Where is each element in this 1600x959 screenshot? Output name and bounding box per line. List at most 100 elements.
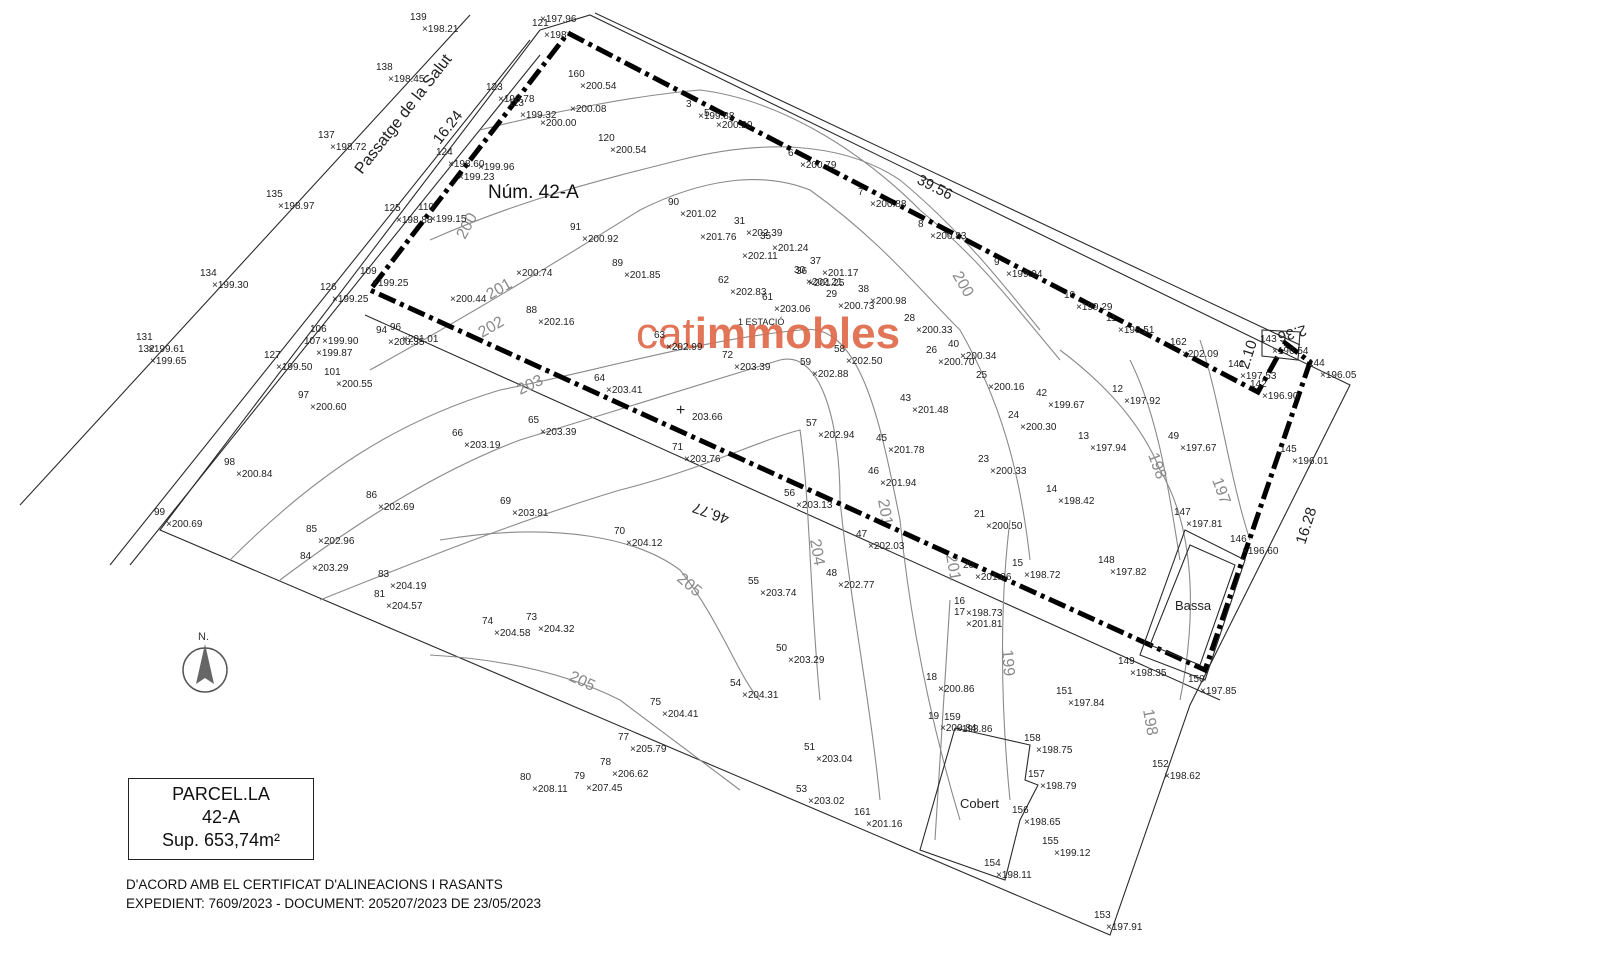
survey-point-elevation: ×198.21: [422, 24, 459, 35]
survey-point-number: 16: [954, 596, 966, 607]
survey-point-number: 107: [304, 336, 321, 347]
survey-point: 101×200.55: [324, 367, 373, 390]
survey-point-elevation: ×199.15: [430, 214, 467, 225]
survey-point-number: 80: [520, 772, 532, 783]
survey-point-elevation: ×198.11: [996, 870, 1032, 881]
survey-point-number: 127: [264, 350, 281, 361]
survey-point-number: 75: [650, 697, 662, 708]
survey-point-elevation: ×202.96: [318, 536, 355, 547]
survey-point-elevation: ×203.29: [312, 563, 349, 574]
survey-point: 98×200.84: [224, 457, 273, 480]
survey-point-number: 25: [976, 370, 988, 381]
survey-point: 36×201.25: [796, 266, 845, 289]
survey-point-number: 131: [136, 332, 153, 343]
survey-point-number: 106: [310, 324, 327, 335]
survey-point-elevation: ×198.88: [396, 215, 433, 226]
survey-point-number: 77: [618, 732, 630, 743]
survey-point: 57×202.94: [806, 418, 855, 441]
survey-point-number: 31: [734, 216, 746, 227]
survey-point-number: 29: [826, 289, 838, 300]
survey-point-number: 96: [390, 322, 402, 333]
survey-point-elevation: ×197.84: [1068, 698, 1105, 709]
contour-label: 198: [1144, 451, 1169, 482]
survey-point-elevation: ×200.92: [582, 234, 619, 245]
survey-point: 9×199.94: [994, 257, 1043, 280]
extra-elevation: ×200.44: [450, 294, 487, 305]
survey-point: 124×198.60: [436, 147, 485, 170]
survey-point-number: 6: [788, 148, 794, 159]
survey-point-number: 125: [384, 203, 401, 214]
shed: Cobert: [919, 727, 1039, 881]
survey-point: 153×197.91: [1094, 910, 1143, 933]
survey-point: 144×196.05: [1308, 358, 1357, 381]
survey-point-number: 144: [1308, 358, 1325, 369]
survey-point-elevation: ×200.50: [986, 521, 1023, 532]
survey-point-number: 45: [876, 433, 888, 444]
shed-label: Cobert: [960, 796, 999, 811]
survey-point-number: 65: [528, 415, 540, 426]
parcel-title: Núm. 42-A: [488, 182, 579, 203]
survey-point-number: 43: [900, 393, 912, 404]
survey-point: 141×197.53: [1228, 359, 1277, 382]
survey-point-elevation: ×197.91: [1106, 922, 1143, 933]
survey-point: 30×202.21: [794, 265, 843, 288]
survey-point-number: 10: [1064, 290, 1076, 301]
survey-point: 51×203.04: [804, 742, 853, 765]
survey-point-number: 109: [360, 266, 377, 277]
survey-point: 125×198.88: [384, 203, 433, 226]
survey-point-elevation: ×198.45: [388, 74, 425, 85]
survey-point: 15×198.72: [1012, 558, 1061, 581]
survey-point: 38×200.98: [858, 284, 907, 307]
survey-point-elevation: ×202.99: [666, 342, 703, 353]
survey-point: 45×201.78: [876, 433, 925, 456]
dimension-bottom: 46.77: [690, 498, 731, 527]
survey-point: 54×204.31: [730, 678, 779, 701]
survey-point-elevation: ×202.09: [1182, 349, 1219, 360]
survey-point-elevation: ×200.73: [838, 301, 875, 312]
survey-point: 73×204.32: [526, 612, 575, 635]
survey-point-number: 63: [654, 330, 666, 341]
survey-point: 62×202.83: [718, 275, 767, 298]
survey-point-number: 98: [224, 457, 236, 468]
legend-line-3: Sup. 653,74m²: [161, 830, 281, 850]
survey-point-elevation: ×202.39: [746, 228, 783, 239]
survey-point: 11×198.51: [1106, 313, 1155, 336]
survey-point: 31×202.39: [734, 216, 783, 239]
reference-cross: +: [676, 402, 685, 419]
survey-point-number: 37: [810, 256, 822, 267]
survey-point-elevation: ×202.03: [868, 541, 905, 552]
survey-point-number: 42: [1036, 388, 1048, 399]
survey-point-elevation: ×204.12: [626, 538, 663, 549]
parcel-legend: PARCEL.LA 42-A Sup. 653,74m²: [128, 778, 314, 860]
survey-point-elevation: ×200.16: [988, 382, 1025, 393]
survey-point-elevation: ×202.69: [378, 502, 415, 513]
survey-point: 147×197.81: [1174, 507, 1223, 530]
survey-point-elevation: ×199.29: [1076, 302, 1113, 313]
extra-elevation: ×199.23: [458, 172, 495, 183]
survey-point-elevation: ×198.35: [1130, 668, 1167, 679]
survey-outline: [159, 12, 1351, 936]
survey-point-elevation: ×201.24: [772, 243, 809, 254]
watermark-logo: catimmobles: [636, 309, 900, 358]
survey-point-number: 134: [200, 268, 217, 279]
survey-point-elevation: ×201.81: [966, 619, 1003, 630]
survey-point: 106×199.90: [310, 324, 359, 347]
survey-point-elevation: ×200.86: [938, 684, 975, 695]
survey-point: 47×202.03: [856, 529, 905, 552]
survey-point-number: 54: [730, 678, 742, 689]
survey-point-number: 40: [948, 339, 960, 350]
contour-label: 202: [476, 313, 508, 341]
survey-point: 56×203.13: [784, 488, 833, 511]
survey-point: 63×202.99: [654, 330, 703, 353]
survey-point: 61×203.06: [762, 292, 811, 315]
survey-point-elevation: ×197.94: [1090, 443, 1127, 454]
survey-point-number: 147: [1174, 507, 1191, 518]
survey-point-number: 14: [1046, 484, 1058, 495]
survey-point: 135×198.97: [266, 189, 315, 212]
survey-point-elevation: ×201.06: [975, 572, 1012, 583]
survey-point: 42×199.67: [1036, 388, 1085, 411]
survey-point-elevation: ×203.06: [774, 304, 811, 315]
survey-point-elevation: ×196.54: [1272, 346, 1309, 357]
survey-point: 96×201.01: [390, 322, 439, 345]
